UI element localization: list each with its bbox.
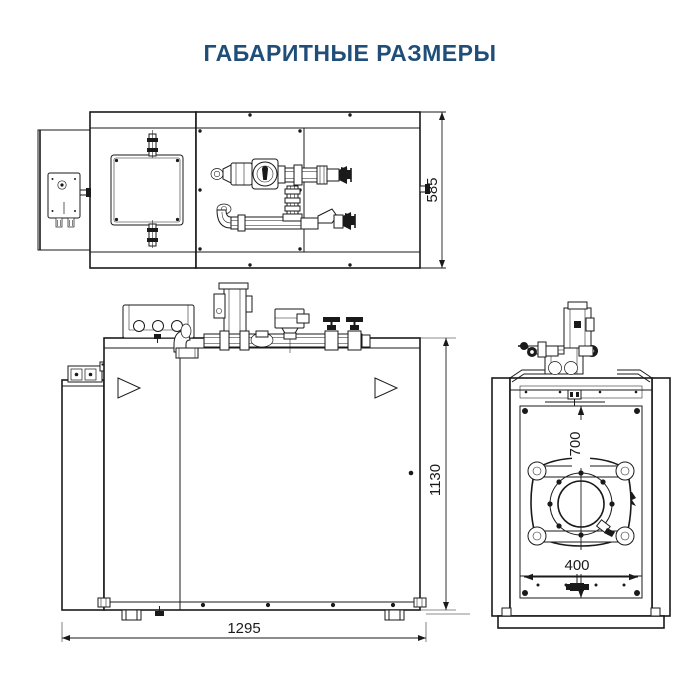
page-title: ГАБАРИТНЫЕ РАЗМЕРЫ — [203, 40, 497, 66]
dimension-1295-label: 1295 — [227, 620, 260, 637]
front-view — [61, 282, 470, 642]
dimension-585-label: 585 — [424, 177, 441, 202]
side-top-machinery — [518, 301, 598, 375]
door-direction-marker-right — [374, 377, 399, 399]
dimension-1130-label: 1130 — [427, 464, 444, 496]
top-fitting-lower — [147, 220, 158, 248]
top-fitting-upper — [147, 130, 158, 158]
dimension-585: 585 — [423, 111, 446, 269]
front-valve-wheel-1 — [323, 317, 340, 351]
front-valve-wheel-2 — [346, 317, 363, 351]
top-hatch-panel — [110, 154, 184, 226]
dimension-400: 400 — [524, 550, 638, 581]
top-valve-handle-2 — [343, 212, 356, 230]
top-valve-handle-1 — [339, 166, 352, 184]
control-box-top — [47, 172, 91, 228]
front-top-piping — [173, 282, 371, 359]
top-lower-pipe-branch — [216, 185, 356, 232]
drawing-canvas: 585 — [0, 90, 700, 700]
top-pump-assembly — [210, 158, 352, 190]
top-view — [37, 111, 438, 269]
front-terminal-block — [67, 361, 110, 383]
door-direction-marker-left — [117, 377, 142, 399]
dimension-400-label: 400 — [564, 557, 589, 574]
dimension-1295: 1295 — [62, 620, 426, 641]
top-right-stub — [419, 184, 430, 194]
dimension-1130: 1130 — [427, 338, 449, 610]
dimension-700-label: 700 — [567, 431, 584, 456]
